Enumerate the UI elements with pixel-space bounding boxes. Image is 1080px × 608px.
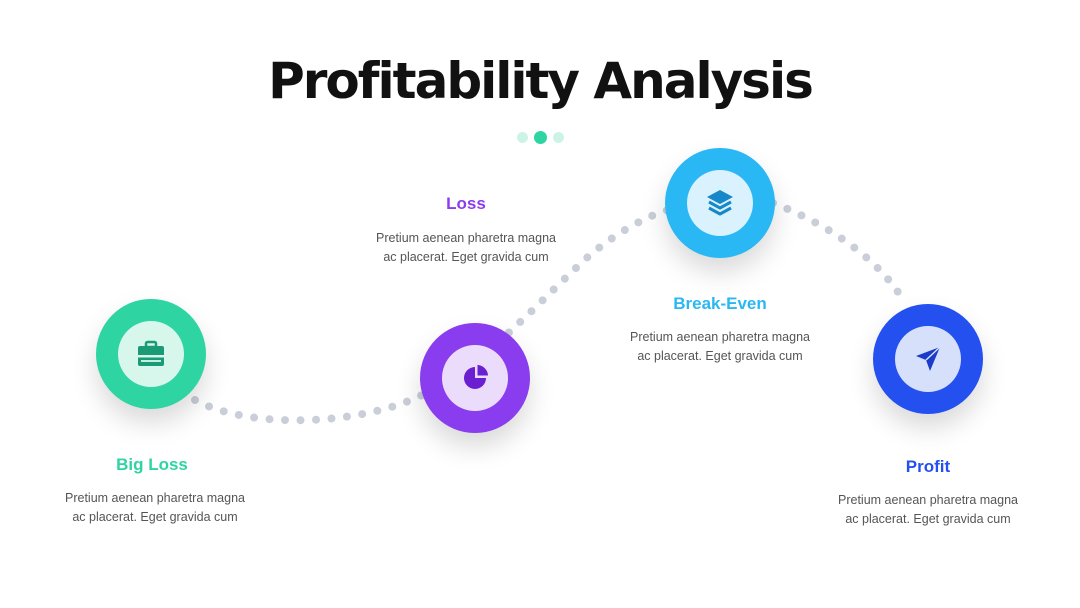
decor-dot-active xyxy=(534,131,547,145)
briefcase-icon xyxy=(138,340,164,366)
big-loss-text: Pretium aenean pharetra magna ac placera… xyxy=(65,491,245,524)
layers-icon xyxy=(707,190,733,216)
title-decoration xyxy=(517,129,570,145)
send-icon xyxy=(916,346,941,371)
profit-circle xyxy=(873,304,983,414)
loss-label: Loss xyxy=(446,194,486,213)
break-even-icon-bg xyxy=(687,170,753,236)
profit-label: Profit xyxy=(905,457,951,476)
break-even-circle xyxy=(665,148,775,258)
path-segment-2 xyxy=(769,199,909,307)
big-loss-circle xyxy=(96,299,206,409)
page-title: Profitability Analysis xyxy=(268,52,814,110)
big-loss-label: Big Loss xyxy=(116,455,188,474)
profit-icon-bg xyxy=(895,326,961,392)
loss-circle xyxy=(420,323,530,433)
break-even-label: Break-Even xyxy=(673,294,767,313)
decor-dot xyxy=(553,132,564,144)
loss-icon-bg xyxy=(442,345,508,411)
big-loss-icon-bg xyxy=(118,321,184,387)
profit-text: Pretium aenean pharetra magna ac placera… xyxy=(838,493,1018,526)
break-even-text: Pretium aenean pharetra magna ac placera… xyxy=(630,330,810,363)
pie-chart-icon xyxy=(464,365,488,389)
decor-dot xyxy=(517,132,528,144)
loss-text: Pretium aenean pharetra magna ac placera… xyxy=(376,231,556,264)
